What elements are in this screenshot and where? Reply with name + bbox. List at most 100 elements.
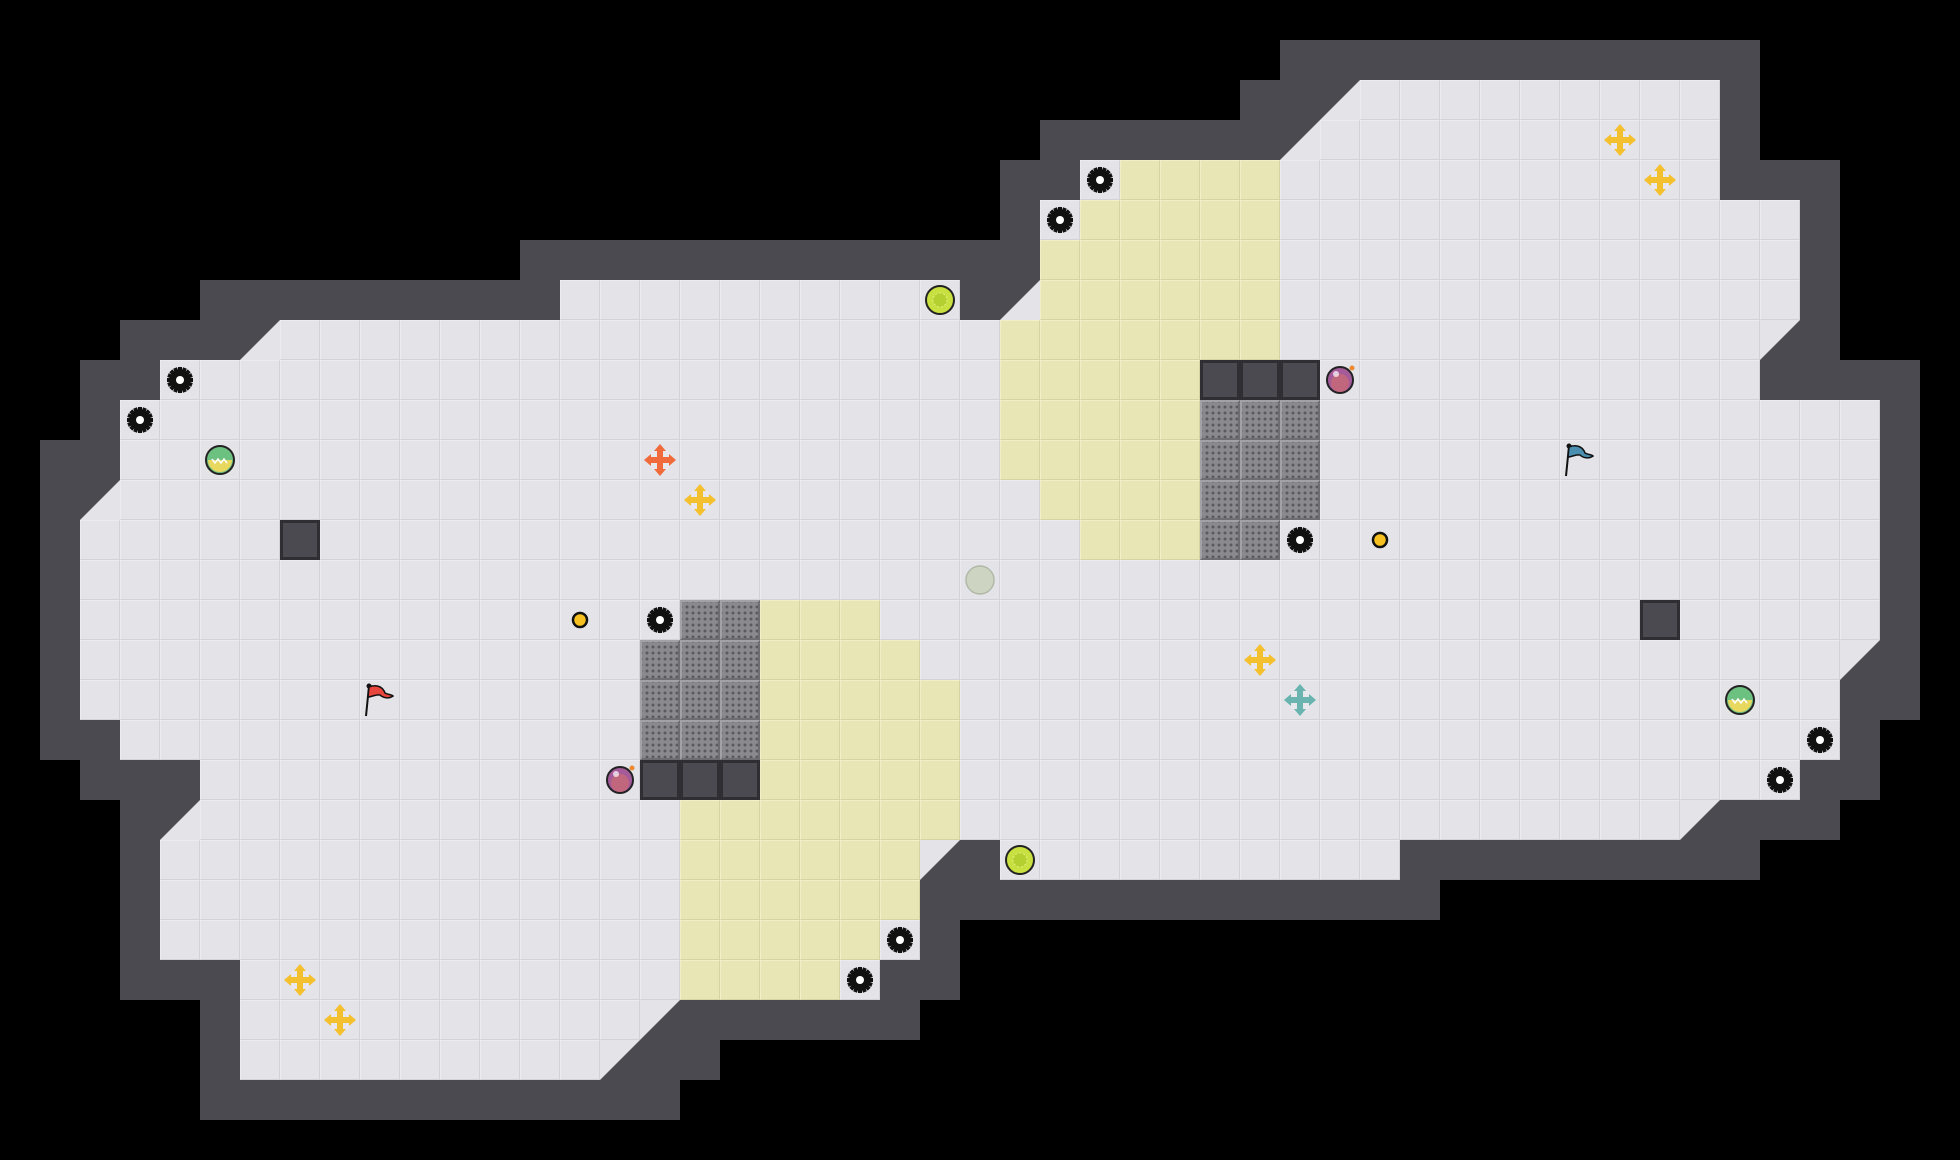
floor-tile xyxy=(160,520,200,560)
floor-tile xyxy=(1320,400,1360,440)
floor-tile xyxy=(1760,280,1800,320)
floor-tile xyxy=(1720,520,1760,560)
floor-tile xyxy=(1800,560,1840,600)
team-zone-tile xyxy=(880,840,920,880)
floor-tile xyxy=(1600,600,1640,640)
team-zone-tile xyxy=(840,640,880,680)
team-zone-tile xyxy=(840,760,880,800)
team-zone-tile xyxy=(1240,200,1280,240)
floor-tile xyxy=(1200,640,1240,680)
floor-tile xyxy=(1440,440,1480,480)
wall-tile xyxy=(160,760,200,800)
floor-tile xyxy=(1640,680,1680,720)
floor-tile xyxy=(1120,840,1160,880)
grate-tile xyxy=(720,720,760,760)
floor-tile xyxy=(480,640,520,680)
floor-tile xyxy=(520,960,560,1000)
wall-tile xyxy=(1840,720,1880,760)
floor-tile xyxy=(600,800,640,840)
floor-tile xyxy=(1160,640,1200,680)
floor-tile xyxy=(1400,240,1440,280)
floor-tile xyxy=(520,600,560,640)
spike-icon xyxy=(840,960,880,1000)
wall-tile xyxy=(200,1000,240,1040)
wall-tile xyxy=(240,280,280,320)
floor-tile xyxy=(1480,280,1520,320)
floor-tile xyxy=(760,400,800,440)
floor-tile xyxy=(400,960,440,1000)
floor-tile xyxy=(360,640,400,680)
red-flag-icon xyxy=(360,680,400,720)
wall-tile xyxy=(680,1040,720,1080)
floor-tile xyxy=(1520,160,1560,200)
floor-tile xyxy=(1320,480,1360,520)
wall-tile xyxy=(880,240,920,280)
floor-tile xyxy=(200,760,240,800)
floor-tile xyxy=(400,720,440,760)
floor-tile xyxy=(1040,600,1080,640)
grate-tile xyxy=(1200,480,1240,520)
boost-icon xyxy=(680,480,720,520)
team-zone-tile xyxy=(1000,320,1040,360)
floor-tile xyxy=(1280,160,1320,200)
diagonal-wall-tile xyxy=(160,800,200,840)
floor-tile xyxy=(280,360,320,400)
floor-tile xyxy=(1480,520,1520,560)
wall-tile xyxy=(1440,840,1480,880)
floor-tile xyxy=(640,920,680,960)
floor-tile xyxy=(520,680,560,720)
wall-tile xyxy=(1800,200,1840,240)
floor-tile xyxy=(1480,160,1520,200)
floor-tile xyxy=(1640,80,1680,120)
wall-tile xyxy=(880,1000,920,1040)
wall-tile xyxy=(440,1080,480,1120)
team-zone-tile xyxy=(680,840,720,880)
wall-tile xyxy=(1760,360,1800,400)
floor-tile xyxy=(800,440,840,480)
wall-tile xyxy=(1280,80,1320,120)
floor-tile xyxy=(200,400,240,440)
wall-tile xyxy=(440,280,480,320)
floor-tile xyxy=(1560,280,1600,320)
diagonal-wall-tile xyxy=(640,1000,680,1040)
floor-tile xyxy=(1440,760,1480,800)
marsball-spawn-icon xyxy=(960,560,1000,600)
team-zone-tile xyxy=(840,880,880,920)
floor-tile xyxy=(1040,680,1080,720)
floor-tile xyxy=(640,560,680,600)
floor-tile xyxy=(480,400,520,440)
team-zone-tile xyxy=(1080,520,1120,560)
floor-tile xyxy=(200,920,240,960)
team-zone-tile xyxy=(1120,480,1160,520)
floor-tile xyxy=(1440,800,1480,840)
team-zone-tile xyxy=(920,760,960,800)
team-zone-tile xyxy=(800,720,840,760)
floor-tile xyxy=(440,1000,480,1040)
floor-tile xyxy=(1520,360,1560,400)
floor-tile xyxy=(1760,560,1800,600)
floor-tile xyxy=(1240,840,1280,880)
floor-tile xyxy=(1520,720,1560,760)
floor-tile xyxy=(560,520,600,560)
wall-tile xyxy=(320,1080,360,1120)
floor-tile xyxy=(1400,440,1440,480)
team-zone-tile xyxy=(1080,200,1120,240)
floor-tile xyxy=(920,600,960,640)
floor-tile xyxy=(680,360,720,400)
floor-tile xyxy=(1120,560,1160,600)
floor-tile xyxy=(1520,240,1560,280)
grate-tile xyxy=(1280,440,1320,480)
wall-tile xyxy=(1400,40,1440,80)
floor-tile xyxy=(1560,160,1600,200)
floor-tile xyxy=(1640,320,1680,360)
floor-tile xyxy=(200,680,240,720)
floor-tile xyxy=(1680,680,1720,720)
team-zone-tile xyxy=(1160,320,1200,360)
floor-tile xyxy=(440,760,480,800)
floor-tile xyxy=(280,600,320,640)
floor-tile xyxy=(1560,320,1600,360)
floor-tile xyxy=(280,1000,320,1040)
wall-tile xyxy=(1480,840,1520,880)
floor-tile xyxy=(600,680,640,720)
